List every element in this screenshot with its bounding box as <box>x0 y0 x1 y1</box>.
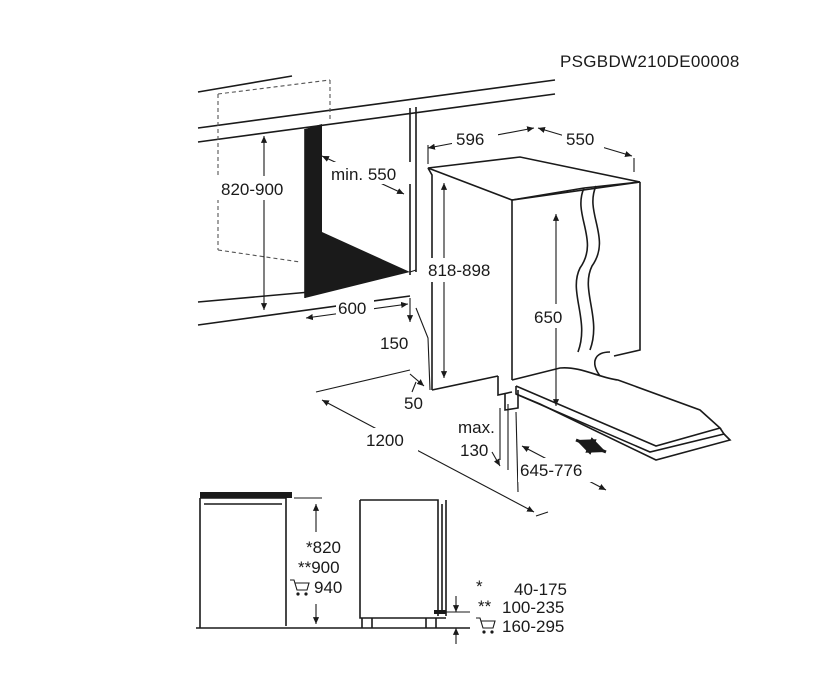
cart-icon <box>476 617 496 634</box>
height-cart-label: 940 <box>314 578 342 597</box>
appliance-height-label: 818-898 <box>428 261 490 280</box>
legend-value-3: 160-295 <box>502 617 564 636</box>
max-label: max. <box>458 418 495 437</box>
bottom-appliance-side <box>359 499 447 628</box>
door-height-label: 650 <box>534 308 562 327</box>
appliance-width-label: 596 <box>456 130 484 149</box>
dim-min-depth: min. 550 <box>321 155 412 195</box>
dim-appliance-width: 596 <box>427 126 535 164</box>
door-swing-label: 1200 <box>366 431 404 450</box>
legend-symbol-1: * <box>476 577 483 596</box>
dim-niche-height: 820-900 <box>214 136 304 310</box>
cabinet-niche <box>197 75 556 326</box>
legend-value-2: 100-235 <box>502 598 564 617</box>
legend-value-1: 40-175 <box>514 580 567 599</box>
dim-plinth-gap <box>446 596 470 644</box>
document-code: PSGBDW210DE00008 <box>560 52 740 71</box>
plinth-150-label: 150 <box>380 334 408 353</box>
height-star1-label: *820 <box>306 538 341 557</box>
niche-width-label: 600 <box>338 299 366 318</box>
dim-max-130: max. 130 <box>458 404 509 470</box>
bottom-cabinet-side <box>196 492 470 629</box>
min-depth-label: min. 550 <box>331 165 396 184</box>
max-value-label: 130 <box>460 441 488 460</box>
dim-door-height: 650 <box>530 214 574 406</box>
dim-door-swing: 1200 <box>315 369 549 517</box>
height-star2-label: **900 <box>298 558 340 577</box>
cart-icon <box>290 579 310 596</box>
appliance-depth-label: 550 <box>566 130 594 149</box>
plinth-50-label: 50 <box>404 394 423 413</box>
dishwasher-appliance <box>427 156 732 461</box>
dim-appliance-height: 818-898 <box>426 183 510 378</box>
dim-niche-width: 600 <box>305 298 409 321</box>
legend-symbol-2: ** <box>478 597 492 616</box>
legend: * 40-175 ** 100-235 160-295 <box>476 577 567 636</box>
niche-height-label: 820-900 <box>221 180 283 199</box>
dim-door-range: 645-776 <box>515 411 607 493</box>
door-range-label: 645-776 <box>520 461 582 480</box>
dim-appliance-depth: 550 <box>537 126 635 172</box>
dim-bottom-heights: *820 **900 940 <box>290 497 356 624</box>
dim-plinth: 150 50 <box>380 298 431 413</box>
